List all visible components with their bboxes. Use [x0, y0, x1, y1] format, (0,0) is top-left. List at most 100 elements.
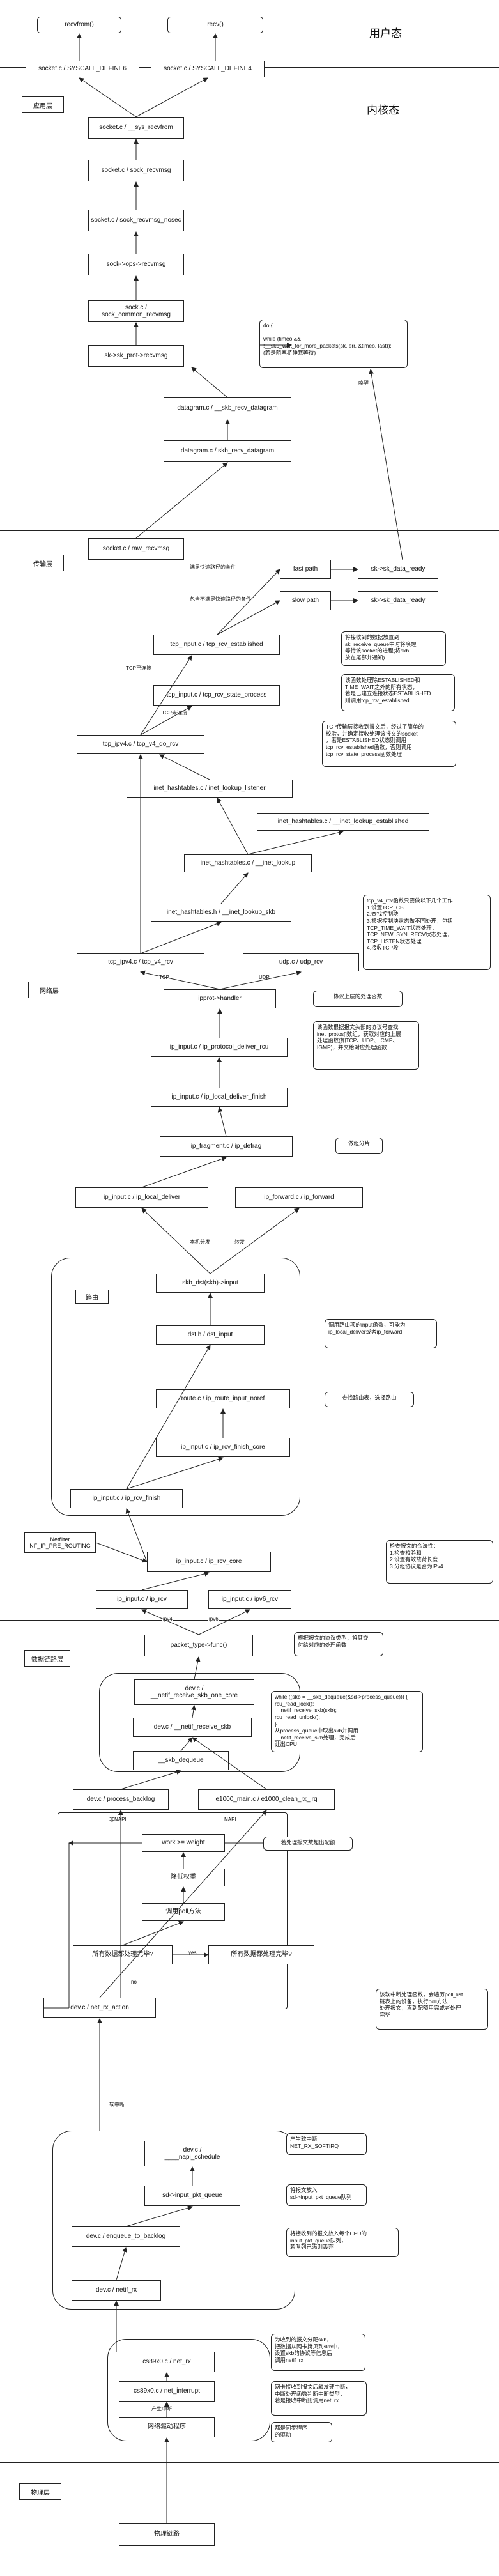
dequeue-note: while ((skb = __skb_dequeue(&sd->process… [271, 1691, 423, 1752]
work-weight-note: 若处理报文数超出配额 [263, 1837, 353, 1851]
ip-rcv-finish-node: ip_input.c / ip_rcv_finish [70, 1489, 183, 1508]
netfilter-prerouting-text: Netfilter NF_IP_PRE_ROUTING [29, 1536, 91, 1549]
skb-dequeue-node: __skb_dequeue [133, 1751, 229, 1770]
raw-recvmsg-node: socket.c / raw_recvmsg [88, 538, 184, 560]
packet-type-func-node: packet_type->func() [144, 1635, 253, 1656]
inet-lookup-skb-node: inet_hashtables.h / __inet_lookup_skb [151, 904, 291, 922]
napi-schedule-text: dev.c / ____napi_schedule [164, 2146, 220, 2161]
cs89x0-net-rx-node: cs89x0.c / net_rx [119, 2352, 215, 2372]
edge-label-wakeup: 唤醒 [358, 380, 369, 387]
enqueue-to-backlog-node: dev.c / enqueue_to_backlog [72, 2226, 180, 2247]
datalink-layer-frame [0, 1620, 499, 2463]
dst-input-node: dst.h / dst_input [156, 1325, 265, 1345]
edge-label-forward: 转发 [234, 1239, 245, 1246]
edge-label-fast-cond: 满足快速路径的条件 [189, 564, 236, 571]
edge-label-no: no [130, 1979, 137, 1986]
napi-schedule-node: dev.c / ____napi_schedule [144, 2141, 240, 2166]
edge-label-slow-cond: 包含不满足快速路径的条件 [189, 596, 252, 603]
ipv6-rcv-node: ip_input.c / ipv6_rcv [208, 1590, 291, 1609]
ip-rcv-core-note: 检查报文的合法性： 1.检查校验和 2.设置有效载荷长度 3.分组协议是否为IP… [386, 1540, 493, 1584]
ipprot-handler-node: ipprot->handler [164, 989, 276, 1008]
edge-label-softirq: 软中断 [109, 2102, 125, 2108]
tcp-v4-do-rcv-node: tcp_ipv4.c / tcp_v4_do_rcv [77, 735, 204, 754]
ip-rcv-node: ip_input.c / ip_rcv [96, 1590, 188, 1609]
route-note: 查找路由表，选择路由 [325, 1392, 414, 1407]
nic-driver-node: 网络驱动程序 [119, 2417, 215, 2437]
softirq-group-container [52, 2131, 295, 2310]
cs89x0-net-interrupt-node: cs89x0.c / net_interrupt [119, 2381, 215, 2402]
edge-label-local-deliver: 本机分发 [189, 1239, 211, 1246]
syscall-define6-node: socket.c / SYSCALL_DEFINE6 [26, 61, 139, 77]
edge-label-hw-interrupt: 产生中断 [151, 2406, 173, 2412]
ip-protocol-deliver-rcu-node: ip_input.c / ip_protocol_deliver_rcu [151, 1038, 288, 1057]
net-rx-note: 该软中断处理函数，会遍历poll_list 链表上的设备，执行poll方法 处理… [376, 1989, 488, 2030]
app-layer-frame [0, 68, 499, 531]
skb-recv-datagram-node: datagram.c / skb_recv_datagram [164, 440, 291, 462]
physical-layer-label: 物理层 [19, 2483, 61, 2500]
state-process-note: 该函数处理除ESTABLISHED和 TIME_WAIT之外的所有状态， 若是已… [341, 674, 455, 711]
syscall-define4-node: socket.c / SYSCALL_DEFINE4 [151, 61, 265, 77]
enqueue-note: 将接收到的报文放入每个CPU的 input_pkt_queue队列， 若队列已满… [286, 2228, 399, 2257]
poll-method-node: 调用poll方法 [142, 1903, 225, 1921]
packet-type-note: 根据报文的协议类型，将其交 付给对应的处理函数 [294, 1632, 383, 1656]
e1000-clean-rx-irq-node: e1000_main.c / e1000_clean_rx_irq [198, 1789, 335, 1810]
route-group-label: 路由 [75, 1290, 109, 1304]
edge-label-non-napi: 非NAPI [109, 1817, 127, 1823]
skb-recv-datagram-inner-node: datagram.c / __skb_recv_datagram [164, 397, 291, 419]
sock-recvmsg-node: socket.c / sock_recvmsg [88, 160, 184, 181]
edge-label-ipv4: ipv4 [162, 1616, 173, 1623]
inet-lookup-established-node: inet_hashtables.c / __inet_lookup_establ… [257, 813, 429, 831]
edge-label-tcp-not-established: TCP未连接 [161, 710, 188, 716]
net-rx-action-node: dev.c / net_rx_action [43, 1998, 156, 2018]
recvfrom-call-node: recvfrom() [37, 17, 121, 33]
sock-recvmsg-nosec-node: socket.c / sock_recvmsg_nosec [88, 210, 184, 231]
interrupt-note: 网卡接收到报文后触发硬中断， 中断处理函数判断中断类型， 若是接收中断则调用ne… [271, 2381, 367, 2416]
all-done-1-node: 所有数据都处理完毕? [73, 1945, 173, 1964]
wait-loop-note: do { ... while (timeo && !__skb_wait_for… [259, 320, 408, 368]
sk-data-ready-note: 将接收到的数据放置到 sk_receive_queue中时将唤醒 等待该sock… [341, 631, 446, 666]
defrag-note: 做组分片 [335, 1138, 383, 1154]
inet-lookup-node: inet_hashtables.c / __inet_lookup [184, 854, 312, 872]
ip-forward-node: ip_forward.c / ip_forward [235, 1187, 363, 1208]
tcp-rcv-state-process-node: tcp_input.c / tcp_rcv_state_process [153, 685, 280, 706]
input-pkt-queue-node: sd->input_pkt_queue [144, 2186, 240, 2206]
network-layer-label: 网络层 [28, 982, 70, 998]
datalink-layer-label: 数据链路层 [24, 1650, 70, 1667]
sk-prot-recvmsg-node: sk->sk_prot->recvmsg [88, 345, 184, 367]
sk-data-ready-2-node: sk->sk_data_ready [358, 591, 438, 610]
softirq-note: 产生软中断 NET_RX_SOFTIRQ [286, 2133, 367, 2155]
input-queue-note: 将报文放入 sd->input_pkt_queue队列 [286, 2184, 367, 2206]
netif-receive-skb-node: dev.c / __netif_receive_skb [133, 1718, 252, 1737]
all-done-2-node: 所有数据都处理完毕? [208, 1945, 314, 1964]
ipprot-note: 协议上层的处理函数 [313, 991, 403, 1007]
skb-dst-input-node: skb_dst(skb)->input [156, 1274, 265, 1293]
slow-path-node: slow path [280, 591, 331, 610]
ip-route-input-noref-node: route.c / ip_route_input_noref [156, 1389, 290, 1408]
napi-complete-node: 降低权重 [142, 1869, 225, 1886]
edge-label-tcp-established: TCP已连接 [125, 665, 152, 672]
driver-group-container [107, 2339, 270, 2441]
sk-data-ready-1-node: sk->sk_data_ready [358, 560, 438, 579]
transport-layer-label: 传输层 [22, 555, 64, 571]
sock-common-recvmsg-node: sock.c / sock_common_recvmsg [88, 300, 184, 322]
sys-recvfrom-node: socket.c / __sys_recvfrom [88, 117, 184, 139]
physical-link-node: 物理链路 [119, 2523, 215, 2546]
ip-rcv-core-node: ip_input.c / ip_rcv_core [147, 1552, 271, 1572]
tcp-v4-rcv-node: tcp_ipv4.c / tcp_v4_rcv [77, 953, 204, 971]
tcp-v4-do-rcv-note: TCP传输层接收到报文后，经过了简单的 校验，并确定接收处理该报文的socket… [322, 721, 456, 767]
ip-local-deliver-finish-node: ip_input.c / ip_local_deliver_finish [151, 1088, 288, 1107]
edge-label-ipv6: ipv6 [208, 1616, 219, 1623]
dst-input-note: 调用路由项的input函数，可能为 ip_local_deliver或者ip_f… [325, 1319, 437, 1348]
udp-rcv-node: udp.c / udp_rcv [243, 953, 359, 971]
edge-label-tcp: TCP [158, 975, 170, 981]
work-weight-node: work >= weight [142, 1834, 225, 1852]
netif-rx-node: dev.c / netif_rx [72, 2280, 161, 2301]
inet-lookup-listener-node: inet_hashtables.c / inet_lookup_listener [127, 780, 293, 798]
tcp-v4-rcv-note: tcp_v4_rcv函数只要做以下几个工作 1.设置TCP_CB 2.查找控制块… [363, 895, 491, 970]
ip-defrag-node: ip_fragment.c / ip_defrag [160, 1136, 293, 1157]
ip-rcv-finish-core-node: ip_input.c / ip_rcv_finish_core [156, 1438, 290, 1457]
deliver-rcu-note: 该函数根据报文头部的协议号查找 inet_protos[]数组，获取对应的上层 … [313, 1021, 419, 1070]
netfilter-prerouting-node: Netfilter NF_IP_PRE_ROUTING [24, 1532, 96, 1553]
user-space-title: 用户态 [369, 27, 402, 40]
ip-local-deliver-node: ip_input.c / ip_local_deliver [75, 1187, 208, 1208]
